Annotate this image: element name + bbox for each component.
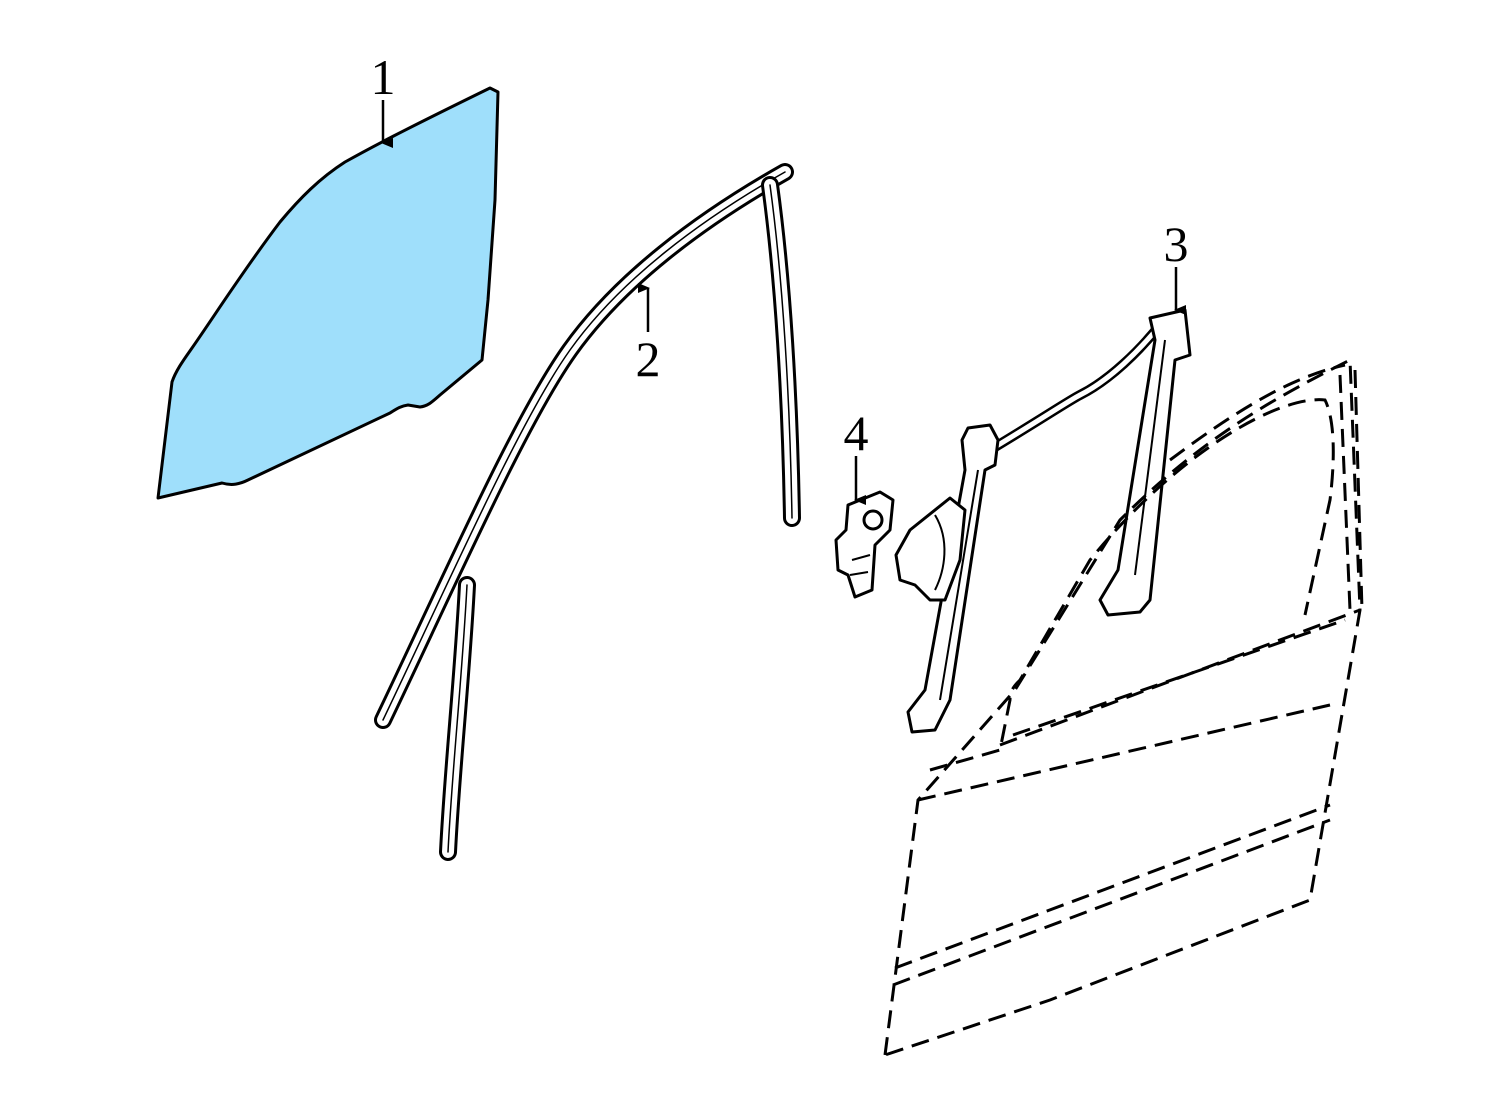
callout-1: 1 <box>371 49 396 148</box>
callout-label-1: 1 <box>371 49 396 105</box>
callout-label-4: 4 <box>844 405 869 461</box>
callout-2: 2 <box>636 283 661 387</box>
callout-3: 3 <box>1164 216 1189 315</box>
window-regulator[interactable] <box>894 308 1192 734</box>
run-channel[interactable] <box>374 163 801 861</box>
regulator-motor[interactable] <box>834 490 895 599</box>
door-glass[interactable] <box>156 86 500 500</box>
callout-4: 4 <box>844 405 869 505</box>
door-outline <box>883 357 1364 1057</box>
callout-label-2: 2 <box>636 331 661 387</box>
callout-label-3: 3 <box>1164 216 1189 272</box>
